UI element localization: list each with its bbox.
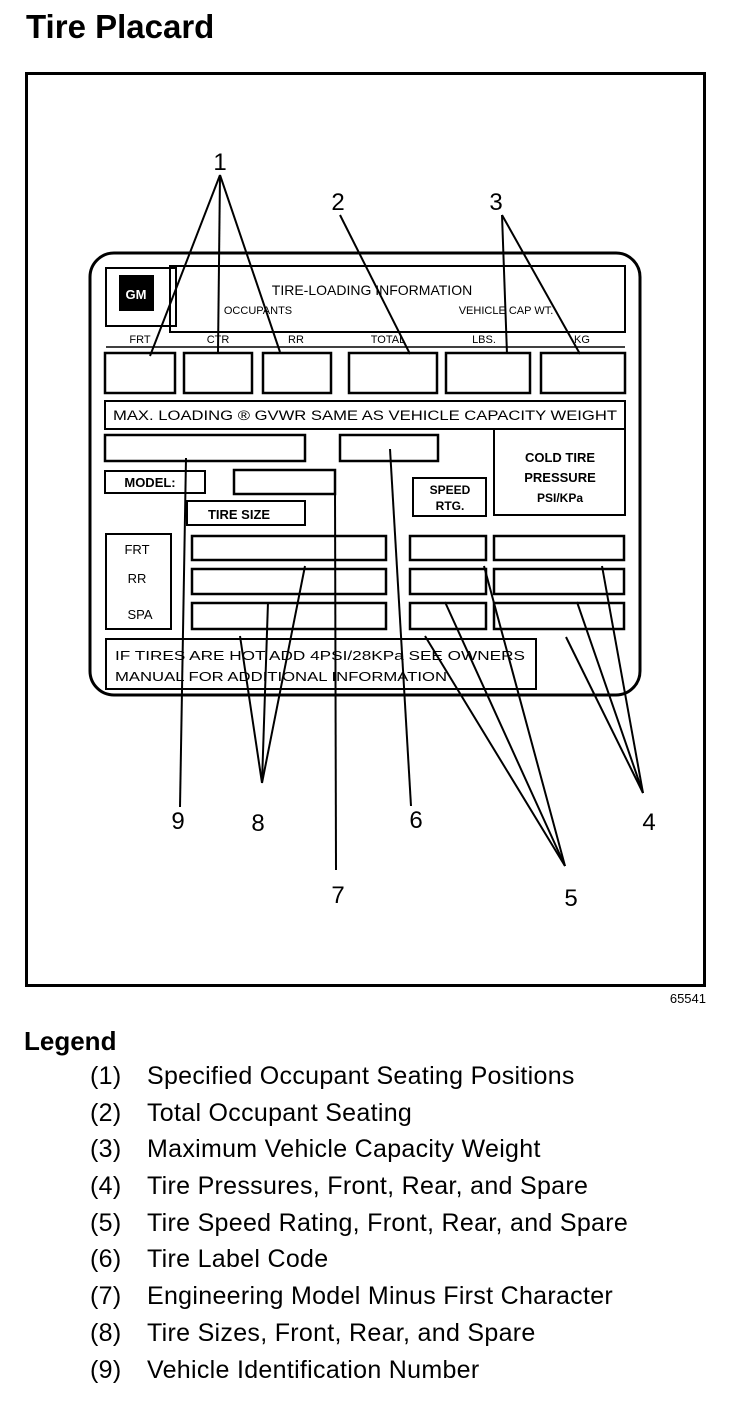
gm-logo-text: GM [126, 287, 147, 302]
frt-tire-size-box [190, 534, 388, 562]
legend-number: (8) [90, 1318, 122, 1347]
legend-item: (1) Specified Occupant Seating Positions [90, 1062, 628, 1099]
legend-number: (3) [90, 1135, 122, 1164]
model-label: MODEL: [124, 475, 175, 490]
callout-6: 6 [409, 807, 422, 834]
row-label-spa: SPA [127, 607, 152, 622]
callout-9: 9 [171, 808, 184, 835]
legend-text: Maximum Vehicle Capacity Weight [147, 1135, 541, 1164]
legend-item: (3) Maximum Vehicle Capacity Weight [90, 1135, 628, 1172]
kg-box [539, 351, 627, 395]
ctr-occupant-box [182, 351, 254, 395]
legend-text: Tire Speed Rating, Front, Rear, and Spar… [147, 1208, 629, 1237]
col-label-kg: KG [574, 334, 590, 346]
frt-pressure-box [492, 534, 626, 562]
legend-text: Tire Pressures, Front, Rear, and Spare [147, 1172, 589, 1201]
row-label-frt: FRT [124, 542, 149, 557]
legend-title: Legend [24, 1026, 117, 1056]
callout-5: 5 [564, 885, 577, 912]
placard-header: TIRE-LOADING INFORMATION [272, 282, 472, 298]
cold-tire-label-3: PSI/KPa [537, 491, 583, 505]
lbs-box [444, 351, 532, 395]
legend-number: (5) [90, 1208, 122, 1237]
speed-rating-label-box [412, 477, 487, 517]
tire-placard-diagram: GM TIRE-LOADING INFORMATION OCCUPANTS VE… [88, 149, 656, 912]
model-label-box [104, 470, 206, 494]
vin-box [103, 433, 307, 463]
callout-8: 8 [251, 810, 264, 837]
legend-text: Specified Occupant Seating Positions [147, 1062, 575, 1090]
tire-row-label-box [105, 533, 172, 630]
legend-item: (9) Vehicle Identification Number [90, 1356, 628, 1393]
legend-number: (2) [90, 1098, 122, 1127]
occupants-label: OCCUPANTS [224, 305, 292, 317]
legend-item: (4) Tire Pressures, Front, Rear, and Spar… [90, 1172, 628, 1209]
legend-text: Engineering Model Minus First Character [147, 1282, 614, 1311]
engineering-model-box [232, 468, 337, 496]
total-occupant-box [347, 351, 439, 395]
col-label-frt: FRT [129, 334, 150, 346]
frt-occupant-box [103, 351, 177, 395]
legend-item: (6) Tire Label Code [90, 1245, 628, 1282]
legend-text: Total Occupant Seating [147, 1098, 413, 1127]
rr-speed-box [408, 567, 488, 596]
legend-item: (7) Engineering Model Minus First Charact… [90, 1282, 628, 1319]
footer-box [105, 638, 537, 690]
callout-7: 7 [331, 882, 344, 909]
legend-item: (8) Tire Sizes, Front, Rear, and Spare [90, 1319, 628, 1356]
legend-number: (6) [90, 1245, 122, 1274]
spa-pressure-box [492, 601, 626, 631]
header-box [169, 265, 626, 333]
legend-number: (1) [90, 1062, 122, 1090]
cold-tire-label-1: COLD TIRE [525, 450, 595, 465]
page-title: Tire Placard [26, 8, 215, 45]
gm-logo [119, 275, 154, 311]
row-label-rr: RR [128, 571, 147, 586]
figure-frame [25, 72, 706, 987]
placard-outline [88, 251, 642, 697]
max-loading-text: MAX. LOADING ® GVWR SAME AS VEHICLE CAPA… [113, 408, 617, 423]
callout-leaders [149, 174, 644, 871]
legend-number: (4) [90, 1172, 122, 1201]
tire-size-label: TIRE SIZE [208, 507, 270, 522]
col-label-rr: RR [288, 334, 304, 346]
rr-tire-size-box [190, 567, 388, 596]
figure-id: 65541 [669, 991, 706, 1006]
legend-list: (1)Specified Occupant Seating Positions … [90, 1062, 628, 1392]
legend-number: (7) [90, 1282, 122, 1311]
tire-label-code-box [338, 433, 440, 463]
callout-2: 2 [331, 189, 344, 216]
footer-line-1: IF TIRES ARE HOT ADD 4PSI/28KPa SEE OWNE… [115, 649, 525, 663]
legend-text: Tire Label Code [147, 1245, 329, 1274]
spa-tire-size-box [190, 601, 388, 631]
legend-item: (5) Tire Speed Rating, Front, Rear, and S… [90, 1209, 628, 1246]
footer-line-2: MANUAL FOR ADDITIONAL INFORMATION [115, 670, 447, 684]
legend-text: Vehicle Identification Number [147, 1355, 480, 1384]
legend-item: (2) Total Occupant Seating [90, 1099, 628, 1136]
legend-number: (9) [90, 1355, 122, 1384]
tire-size-label-box [186, 500, 306, 526]
legend-text: Tire Sizes, Front, Rear, and Spare [147, 1318, 536, 1347]
col-label-lbs: LBS. [472, 334, 496, 346]
speed-label-1: SPEED [430, 483, 471, 497]
gm-logo-frame [105, 267, 177, 327]
frt-speed-box [408, 534, 488, 562]
callout-4: 4 [642, 809, 655, 836]
cold-tire-label-2: PRESSURE [524, 470, 596, 485]
speed-label-2: RTG. [436, 499, 465, 513]
rr-occupant-box [261, 351, 333, 395]
max-loading-box [104, 400, 626, 430]
callout-3: 3 [489, 189, 502, 216]
callout-1: 1 [213, 149, 226, 176]
cold-tire-pressure-box [493, 428, 626, 516]
rr-pressure-box [492, 567, 626, 596]
col-label-total: TOTAL [371, 334, 405, 346]
spa-speed-box [408, 601, 488, 631]
